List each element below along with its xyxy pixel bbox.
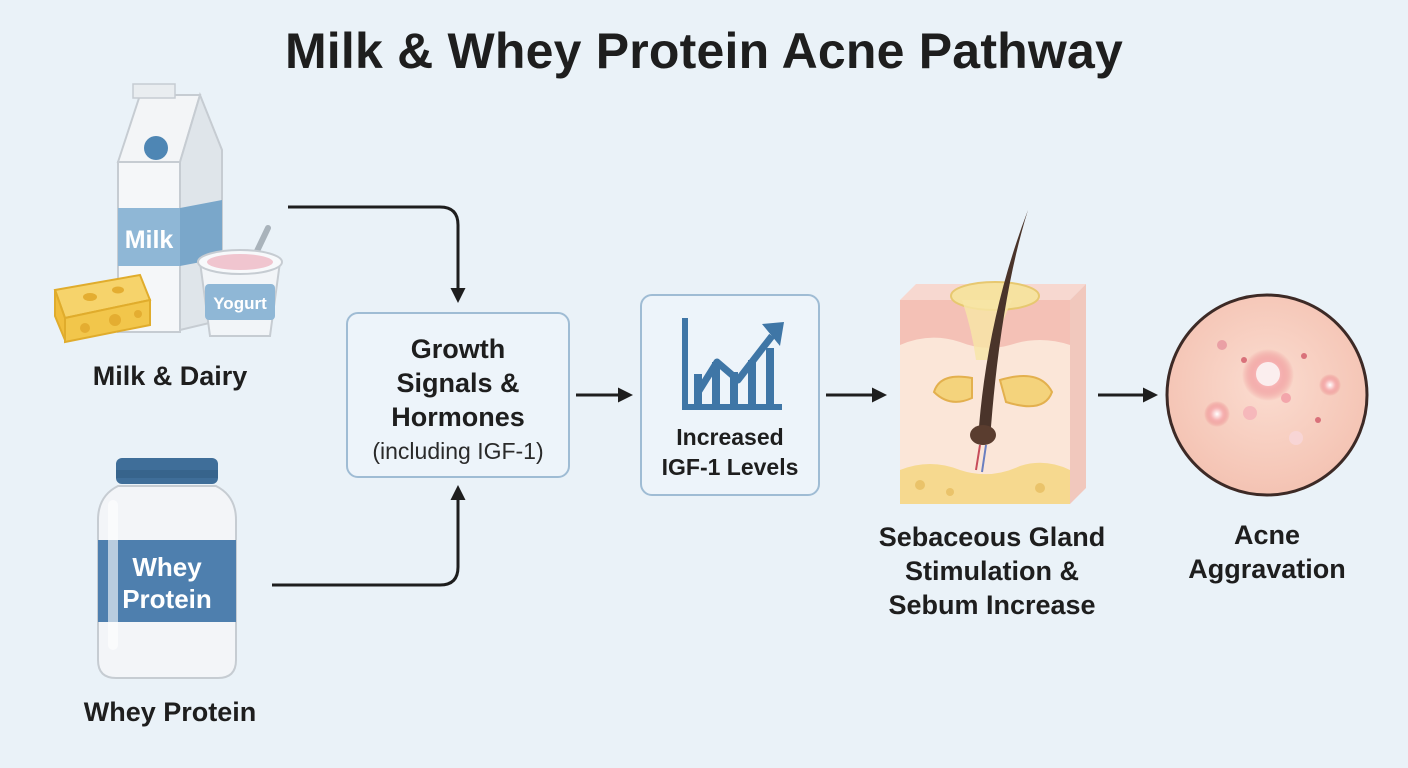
arrow-milk-to-growth bbox=[288, 205, 466, 303]
skin-cross-section-icon bbox=[900, 210, 1086, 504]
igf-levels-box: Increased IGF-1 Levels bbox=[640, 294, 820, 496]
growth-subtext: (including IGF-1) bbox=[372, 438, 544, 464]
whey-jar-line1: Whey bbox=[132, 552, 202, 582]
milk-dairy-label: Milk & Dairy bbox=[92, 361, 248, 391]
acne-line2: Aggravation bbox=[1188, 554, 1346, 584]
igf-line2: IGF-1 Levels bbox=[661, 454, 799, 480]
arrow-whey-to-growth bbox=[272, 485, 466, 587]
whey-protein-label: Whey Protein bbox=[83, 697, 257, 727]
yogurt-cup-label: Yogurt bbox=[213, 294, 267, 313]
growth-line3: Hormones bbox=[391, 402, 525, 432]
growth-signals-box: Growth Signals & Hormones (including IGF… bbox=[346, 312, 570, 478]
acne-label: Acne Aggravation bbox=[1157, 518, 1377, 586]
acne-skin-icon bbox=[1165, 293, 1369, 497]
whey-jar-line2: Protein bbox=[122, 584, 212, 614]
sebaceous-label: Sebaceous Gland Stimulation & Sebum Incr… bbox=[860, 520, 1124, 622]
sebaceous-line1: Sebaceous Gland bbox=[878, 522, 1106, 552]
rising-chart-icon bbox=[682, 318, 784, 410]
diagram-title: Milk & Whey Protein Acne Pathway bbox=[284, 23, 1124, 79]
yogurt-cup-icon bbox=[197, 225, 283, 337]
sebaceous-line3: Sebum Increase bbox=[888, 590, 1096, 620]
growth-line2: Signals & bbox=[396, 368, 520, 398]
acne-line1: Acne bbox=[1233, 520, 1301, 550]
growth-line1: Growth bbox=[410, 334, 506, 364]
igf-line1: Increased bbox=[676, 424, 784, 450]
sebaceous-line2: Stimulation & bbox=[905, 556, 1079, 586]
milk-carton-label: Milk bbox=[125, 226, 174, 254]
cheese-icon bbox=[53, 273, 152, 344]
milk-carton-icon bbox=[116, 83, 223, 333]
whey-jar-icon bbox=[97, 458, 237, 679]
